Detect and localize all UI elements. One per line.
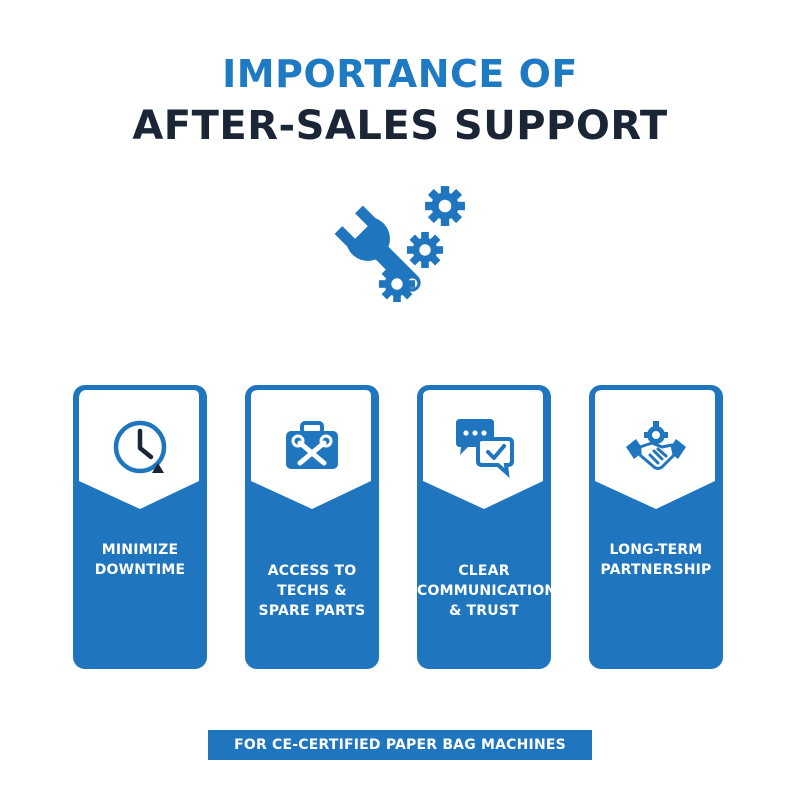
- card-label: ACCESS TO TECHS & SPARE PARTS: [258, 563, 366, 619]
- footer-banner: FOR CE-CERTIFIED PAPER BAG MACHINES: [208, 730, 592, 760]
- title-line-1: IMPORTANCE OF: [222, 52, 578, 96]
- card-label: LONG-TERM PARTNERSHIP: [600, 542, 712, 578]
- card-label: MINIMIZE DOWNTIME: [94, 542, 186, 578]
- card-access-techs-parts: ACCESS TO TECHS & SPARE PARTS: [245, 385, 379, 669]
- title-line-2: AFTER-SALES SUPPORT: [132, 103, 668, 149]
- card-clear-communication: CLEAR COMMUNICATION & TRUST: [417, 385, 551, 669]
- wrench-gears-icon: [334, 186, 465, 303]
- handshake-icon: [626, 421, 686, 470]
- card-minimize-downtime: MINIMIZE DOWNTIME: [73, 385, 207, 669]
- toolbox-icon: [286, 421, 338, 469]
- card-long-term-partnership: LONG-TERM PARTNERSHIP: [589, 385, 723, 669]
- card-label: CLEAR COMMUNICATION & TRUST: [417, 563, 551, 619]
- chat-bubbles-icon: [456, 419, 514, 479]
- clock-icon: [113, 420, 167, 474]
